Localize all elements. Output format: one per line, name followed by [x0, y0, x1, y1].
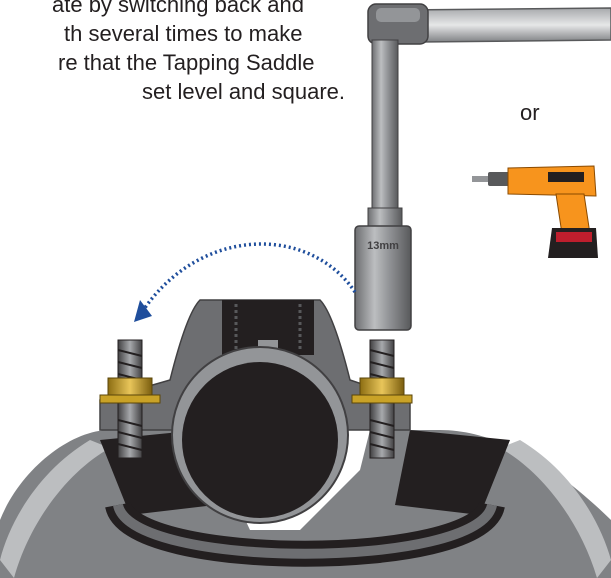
alternative-or-label: or	[520, 100, 540, 125]
instruction-line-1: ate by switching back and	[52, 0, 304, 17]
pipe-clamp-base	[0, 430, 611, 578]
bolt-right	[351, 339, 413, 459]
bolt-left	[99, 339, 161, 459]
instruction-line-3: re that the Tapping Saddle	[58, 50, 315, 75]
instruction-line-2: th several times to make	[64, 21, 303, 46]
ratchet-wrench-icon	[367, 3, 611, 241]
instruction-line-4: set level and square.	[142, 79, 346, 104]
rotation-arrow-icon	[134, 242, 357, 322]
socket-size-label: 13mm	[367, 240, 399, 252]
pipe-cross-section	[171, 346, 349, 524]
cordless-drill-icon	[472, 165, 598, 258]
socket-13mm: 13mm	[354, 225, 412, 331]
